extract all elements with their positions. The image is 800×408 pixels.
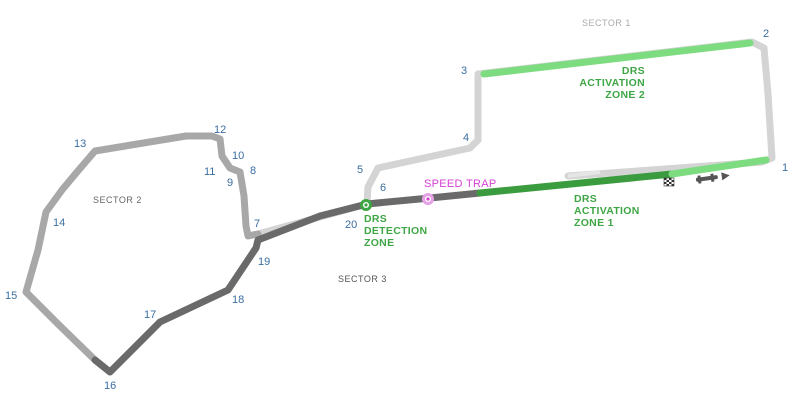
drs-zone-2-line-3: ZONE 2 [605,89,645,101]
drs-detection-label: DRS DETECTION ZONE [364,213,427,249]
turn-10-label: 10 [232,150,244,162]
track-sector-3 [91,189,484,376]
turn-7-label: 7 [254,218,260,230]
drs-detection-line-1: DRS [364,213,387,225]
turn-8-label: 8 [250,165,256,177]
turn-12-label: 12 [214,124,226,136]
drs-activation-zone-1-end [668,156,770,178]
turn-6-label: 6 [380,182,386,194]
drs-zone-2-label: DRS ACTIVATION ZONE 2 [579,65,645,101]
turn-1-label: 1 [782,162,788,174]
turn-9-label: 9 [227,177,233,189]
sector-1-label: SECTOR 1 [582,18,631,28]
turn-19-label: 19 [258,256,270,268]
sector-2-label: SECTOR 2 [93,195,142,205]
drs-activation-zone-2 [480,39,754,78]
drs-zone-1-label: DRS ACTIVATION ZONE 1 [574,193,640,229]
pit-lane-stub [567,170,601,178]
sector-3-label: SECTOR 3 [338,274,387,284]
turn-4-label: 4 [463,132,469,144]
drs-detection-line-2: DETECTION [364,225,427,237]
turn-2-label: 2 [763,28,769,40]
car-direction-arrow-icon [695,172,730,184]
chequered-flag-icon [663,177,675,187]
turn-15-label: 15 [5,290,17,302]
track-sector-1 [254,38,776,238]
turn-16-label: 16 [104,380,116,392]
drs-zone-1-line-3: ZONE 1 [574,217,614,229]
drs-detection-line-3: ZONE [364,237,394,249]
drs-zone-2-line-2: ACTIVATION [579,77,645,89]
turn-5-label: 5 [357,164,363,176]
turn-20-label: 20 [345,219,357,231]
drs-zone-1-line-1: DRS [574,193,597,205]
drs-detection-marker-icon [360,199,372,211]
turn-14-label: 14 [53,217,65,229]
drs-zone-2-line-1: DRS [622,65,645,77]
turn-17-label: 17 [144,309,156,321]
speed-trap-marker-icon [422,193,434,205]
turn-11-label: 11 [204,166,215,178]
drs-zone-1-line-2: ACTIVATION [574,205,640,217]
track-sector-2 [22,132,262,364]
speed-trap-label: SPEED TRAP [424,178,497,190]
turn-13-label: 13 [74,138,86,150]
turn-3-label: 3 [461,65,467,77]
turn-18-label: 18 [232,294,244,306]
drs-activation-zone-1 [476,170,676,197]
